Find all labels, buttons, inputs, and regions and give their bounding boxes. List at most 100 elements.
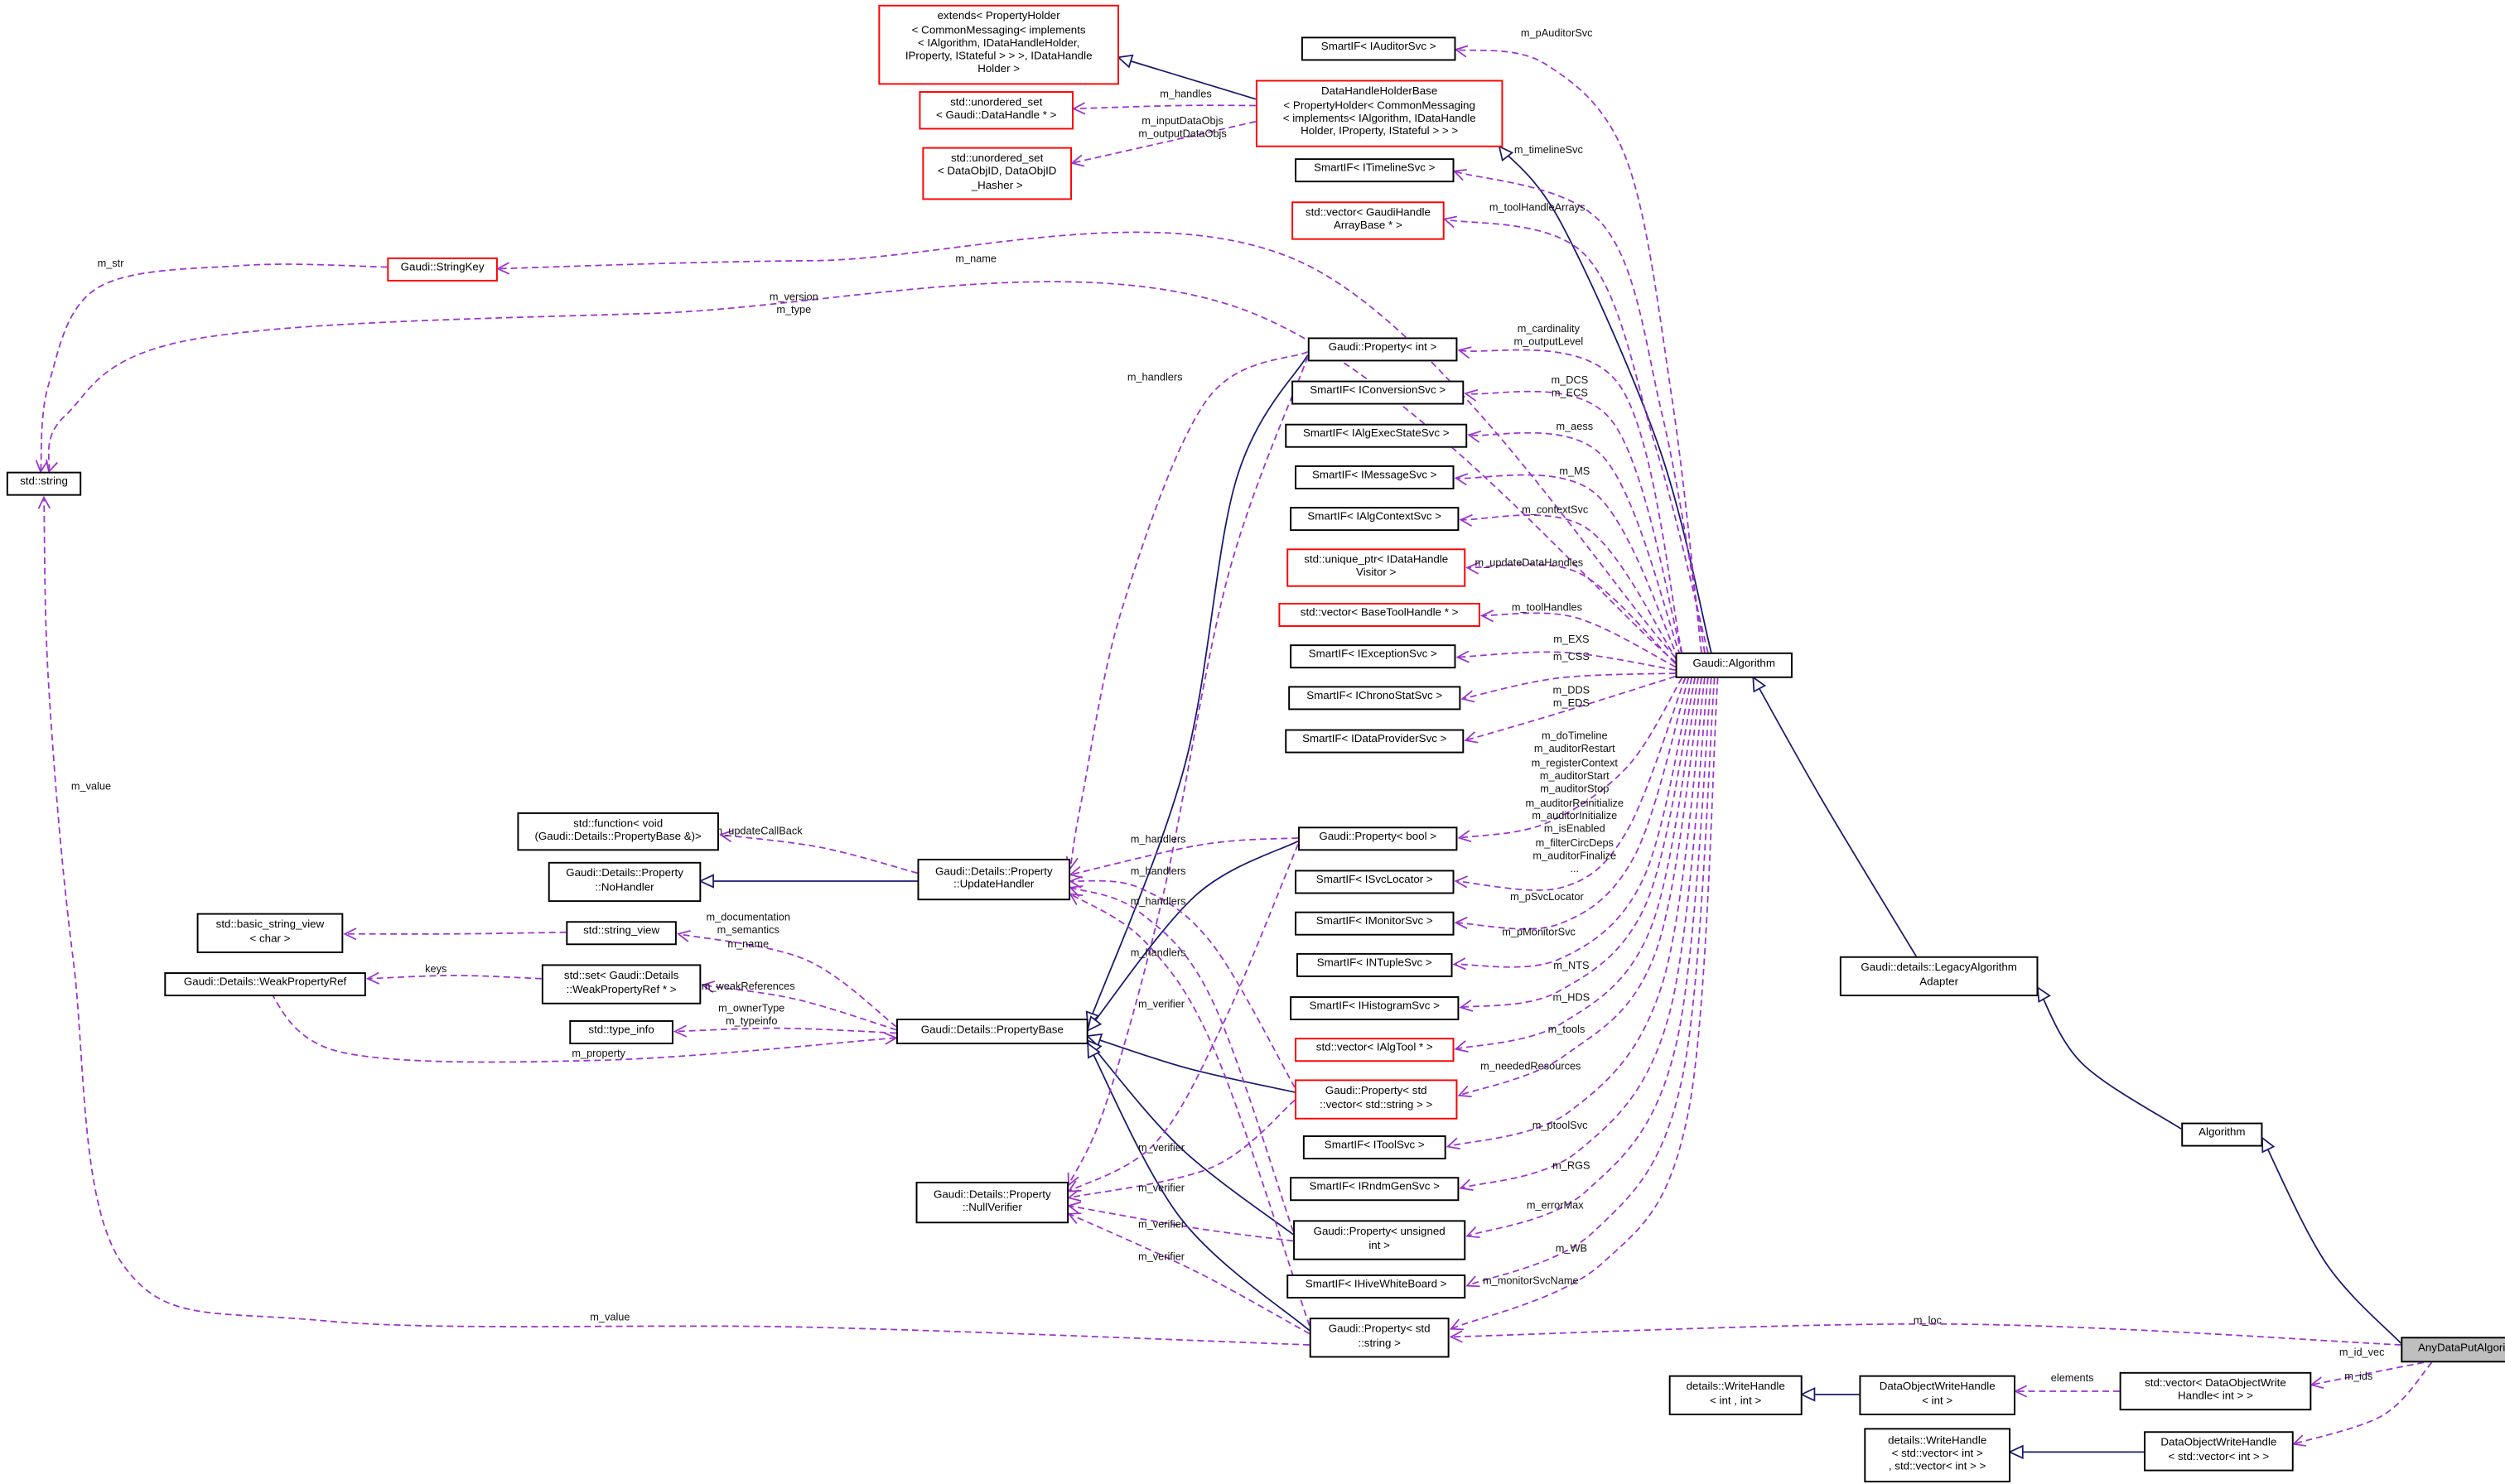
node-nohandler[interactable]: Gaudi::Details::Property ::NoHandler — [548, 861, 702, 903]
edge-label-m_errorMax: m_errorMax — [1526, 1200, 1584, 1212]
edge-label-m_timelineSvc: m_timelineSvc — [1513, 145, 1583, 157]
node-vector-basetoolhandle[interactable]: std::vector< BaseToolHandle * > — [1278, 603, 1480, 627]
edge-gaudi-algorithm-to-smartif-itimelinesvc — [1452, 168, 1706, 653]
edge-label-m_property: m_property — [572, 1048, 625, 1060]
node-vector-dowh[interactable]: std::vector< DataObjectWrite Handle< int… — [2119, 1371, 2312, 1411]
node-gaudi-stringkey[interactable]: Gaudi::StringKey — [387, 257, 498, 282]
node-string-view[interactable]: std::string_view — [566, 921, 677, 946]
node-vector-ialgtool[interactable]: std::vector< IAlgTool * > — [1295, 1038, 1455, 1062]
edge-gaudi-algorithm-to-smartif-iexceptionsvc — [1455, 650, 1676, 671]
node-dowh-vec[interactable]: DataObjectWriteHandle < std::vector< int… — [2144, 1431, 2294, 1472]
node-weakpropertyref[interactable]: Gaudi::Details::WeakPropertyRef — [164, 972, 366, 997]
edge-gaudi-algorithm-to-vector-gaudihandlearray — [1442, 215, 1709, 653]
edge-prop-string-to-updatehandler — [1069, 893, 1310, 1327]
edge-gaudi-algorithm-to-smartif-ichronostatsvc — [1460, 672, 1676, 703]
edge-label-keys: keys — [425, 964, 447, 976]
edge-gaudi-algorithm-to-vector-basetoolhandle — [1479, 610, 1676, 668]
node-vector-gaudihandlearray[interactable]: std::vector< GaudiHandle ArrayBase * > — [1291, 201, 1445, 240]
node-std-function[interactable]: std::function< void (Gaudi::Details::Pro… — [517, 812, 719, 851]
edge-label-m_handlers: m_handlers — [1130, 866, 1186, 878]
node-prop-bool[interactable]: Gaudi::Property< bool > — [1297, 826, 1458, 851]
node-prop-int[interactable]: Gaudi::Property< int > — [1307, 337, 1458, 362]
edge-label-m_name: m_name — [955, 253, 997, 266]
edge-label-m_cardinality: m_cardinality m_outputLevel — [1513, 324, 1584, 349]
node-updatehandler[interactable]: Gaudi::Details::Property ::UpdateHandler — [917, 858, 1071, 901]
edge-gaudi-algorithm-to-smartif-ialgcontextsvc — [1459, 513, 1678, 662]
edge-label-m_updateDataHandles: m_updateDataHandles — [1475, 557, 1584, 570]
edge-string-view-to-basic-string-view — [343, 928, 567, 941]
edge-gaudi-algorithm-to-std-string — [46, 281, 1677, 663]
edge-gaudi-algorithm-to-datahandleholderbase — [1499, 147, 1712, 653]
node-smartif-idataprovidersvc[interactable]: SmartIF< IDataProviderSvc > — [1285, 729, 1465, 754]
edge-gaudi-algorithm-to-uniqueptr-idatahandlevisitor — [1465, 561, 1677, 665]
edge-label-m_pSvcLocator: m_pSvcLocator — [1510, 892, 1584, 903]
node-prop-uint[interactable]: Gaudi::Property< unsigned int > — [1293, 1220, 1466, 1260]
node-unordered-set-dataobjid[interactable]: std::unordered_set < DataObjID, DataObjI… — [922, 147, 1073, 200]
edge-weakpropertyref-to-propertybase — [264, 984, 898, 1063]
node-smartif-iauditorsvc[interactable]: SmartIF< IAuditorSvc > — [1301, 36, 1456, 61]
edge-label-m_str: m_str — [97, 258, 124, 271]
node-type-info[interactable]: std::type_info — [569, 1020, 673, 1044]
edge-label-m_DCS: m_DCS m_ECS — [1551, 375, 1589, 400]
node-smartif-ihistogramsvc[interactable]: SmartIF< IHistogramSvc > — [1290, 996, 1460, 1020]
edge-set-weakpropertyref-to-weakpropertyref — [365, 971, 542, 985]
edge-datahandleholderbase-to-extends-box — [1119, 58, 1257, 100]
edge-label-m_toolHandles: m_toolHandles — [1511, 602, 1582, 614]
node-unordered-set-datahandle[interactable]: std::unordered_set < Gaudi::DataHandle *… — [919, 91, 1074, 130]
node-std-string[interactable]: std::string — [6, 471, 82, 496]
edge-prop-uint-to-propertybase — [1088, 1041, 1294, 1236]
edge-label-m_documentation: m_documentation m_semantics m_name — [706, 912, 791, 951]
node-writehandle-vec[interactable]: details::WriteHandle < std::vector< int … — [1864, 1428, 2011, 1483]
node-smartif-ialgexecstatesvc[interactable]: SmartIF< IAlgExecStateSvc > — [1285, 423, 1468, 448]
node-extends-box[interactable]: extends< PropertyHolder < CommonMessagin… — [878, 4, 1119, 85]
node-prop-vecstring[interactable]: Gaudi::Property< std ::vector< std::stri… — [1295, 1079, 1458, 1120]
node-dowh-int[interactable]: DataObjectWriteHandle < int > — [1859, 1375, 2015, 1415]
node-uniqueptr-idatahandlevisitor[interactable]: std::unique_ptr< IDataHandle Visitor > — [1286, 548, 1466, 587]
node-set-weakpropertyref[interactable]: std::set< Gaudi::Details ::WeakPropertyR… — [541, 964, 702, 1005]
node-propertybase[interactable]: Gaudi::Details::PropertyBase — [895, 1019, 1088, 1044]
edge-gaudi-algorithm-to-prop-int — [1457, 346, 1683, 653]
edge-label-m_toolHandleArrays: m_toolHandleArrays — [1489, 202, 1586, 214]
edge-prop-bool-to-nullverifier — [1067, 844, 1299, 1192]
edge-label-m_verifier: m_verifier — [1138, 1143, 1185, 1154]
edge-label-m_handlers: m_handlers — [1127, 372, 1183, 384]
node-basic-string-view[interactable]: std::basic_string_view < char > — [196, 913, 344, 953]
edge-gaudi-algorithm-to-prop-bool — [1457, 677, 1683, 843]
edge-gaudi-algorithm-to-smartif-iconversionsvc — [1464, 388, 1683, 655]
node-smartif-itoolsvc[interactable]: SmartIF< IToolSvc > — [1302, 1135, 1446, 1159]
node-smartif-intuplesvc[interactable]: SmartIF< INTupleSvc > — [1296, 952, 1453, 977]
node-smartif-iconversionsvc[interactable]: SmartIF< IConversionSvc > — [1291, 380, 1465, 405]
node-prop-string[interactable]: Gaudi::Property< std ::string > — [1309, 1318, 1450, 1358]
edge-propertybase-to-set-weakpropertyref — [701, 980, 897, 1031]
node-smartif-iexceptionsvc[interactable]: SmartIF< IExceptionSvc > — [1290, 644, 1456, 669]
edge-gaudi-algorithm-to-smartif-irndmgensvc — [1459, 677, 1709, 1191]
node-smartif-itimelinesvc[interactable]: SmartIF< ITimelineSvc > — [1295, 158, 1455, 183]
edge-label-m_neededResources: m_neededResources — [1480, 1061, 1581, 1073]
edge-label-m_ptoolSvc: m_ptoolSvc — [1532, 1120, 1588, 1132]
edge-anydataputalgorithm-to-vector-dowh — [2310, 1361, 2424, 1390]
node-algorithm[interactable]: Algorithm — [2181, 1122, 2263, 1147]
edge-propertybase-to-string-view — [676, 929, 897, 1028]
edge-prop-bool-to-updatehandler — [1069, 836, 1299, 879]
node-smartif-isvclocator[interactable]: SmartIF< ISvcLocator > — [1295, 870, 1455, 894]
node-datahandleholderbase[interactable]: DataHandleHolderBase < PropertyHolder< C… — [1255, 80, 1503, 147]
edge-label-m_loc: m_loc — [1913, 1315, 1942, 1327]
edge-label-m_WB: m_WB — [1555, 1244, 1588, 1255]
node-smartif-ichronostatsvc[interactable]: SmartIF< IChronoStatSvc > — [1288, 686, 1461, 711]
node-smartif-ihivewhiteboard[interactable]: SmartIF< IHiveWhiteBoard > — [1286, 1274, 1466, 1298]
node-smartif-ialgcontextsvc[interactable]: SmartIF< IAlgContextSvc > — [1290, 507, 1460, 532]
edge-gaudi-algorithm-to-smartif-idataprovidersvc — [1464, 675, 1676, 744]
edge-label-m_verifier: m_verifier — [1138, 1251, 1185, 1264]
edge-datahandleholderbase-to-unordered-set-dataobjid — [1070, 120, 1257, 167]
node-smartif-irndmgensvc[interactable]: SmartIF< IRndmGenSvc > — [1290, 1177, 1460, 1202]
node-smartif-imonitorsvc[interactable]: SmartIF< IMonitorSvc > — [1295, 911, 1455, 936]
edge-label-m_handlers: m_handlers — [1130, 897, 1186, 908]
node-gaudi-algorithm[interactable]: Gaudi::Algorithm — [1675, 652, 1793, 678]
node-writehandle-int[interactable]: details::WriteHandle < int , int > — [1668, 1375, 1803, 1415]
node-smartif-imessagesvc[interactable]: SmartIF< IMessageSvc > — [1295, 465, 1455, 489]
node-legacyadapter[interactable]: Gaudi::details::LegacyAlgorithm Adapter — [1839, 956, 2039, 997]
node-nullverifier[interactable]: Gaudi::Details::Property ::NullVerifier — [915, 1182, 1069, 1224]
edge-prop-uint-to-nullverifier — [1067, 1201, 1294, 1242]
